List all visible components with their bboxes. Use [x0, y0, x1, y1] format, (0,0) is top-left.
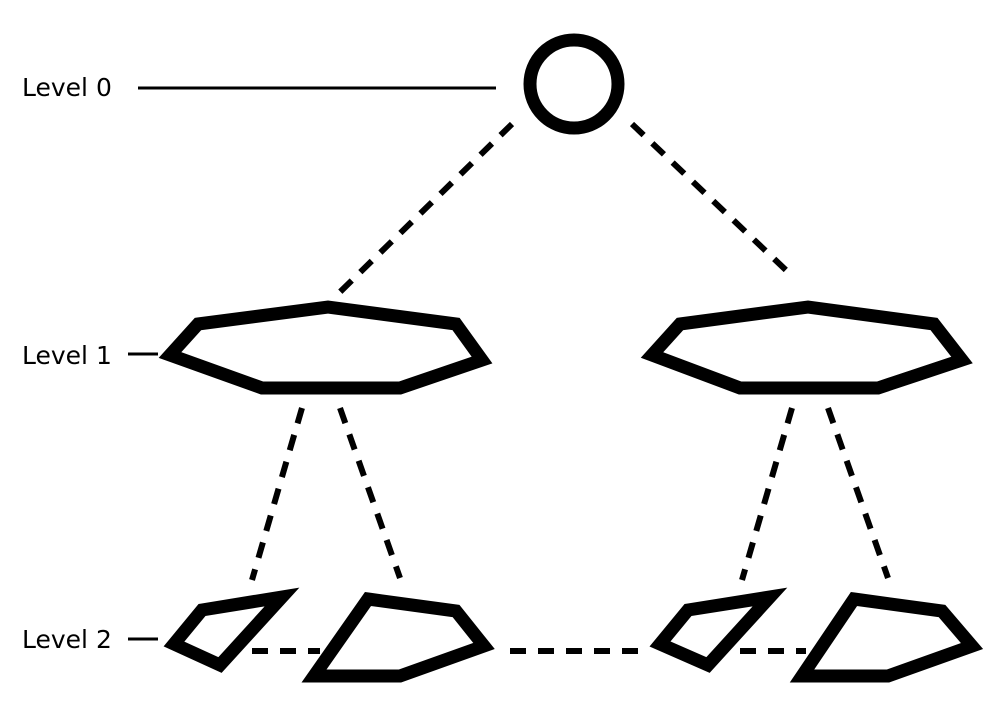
- level-2-node-4: [789, 592, 984, 683]
- connector-left-octagon-to-child-a: [249, 407, 305, 581]
- level-2-node-3: [649, 587, 788, 673]
- level-0-circle-node: [523, 33, 625, 135]
- level-1-right-octagon-node: [640, 300, 973, 395]
- level-1-label: Level 1: [22, 341, 112, 370]
- connector-right-octagon-to-child-b: [825, 407, 891, 579]
- level-2-node-1: [163, 587, 300, 673]
- level-0-label: Level 0: [22, 73, 112, 102]
- connector-right-octagon-to-child-a: [739, 407, 795, 581]
- level-1-left-octagon-node: [158, 300, 493, 395]
- connector-left-octagon-to-child-b: [337, 407, 403, 579]
- level-2-label: Level 2: [22, 625, 112, 654]
- connector-root-to-left-octagon: [337, 121, 515, 295]
- level-2-node-2: [301, 592, 495, 683]
- connector-root-to-right-octagon: [629, 121, 791, 275]
